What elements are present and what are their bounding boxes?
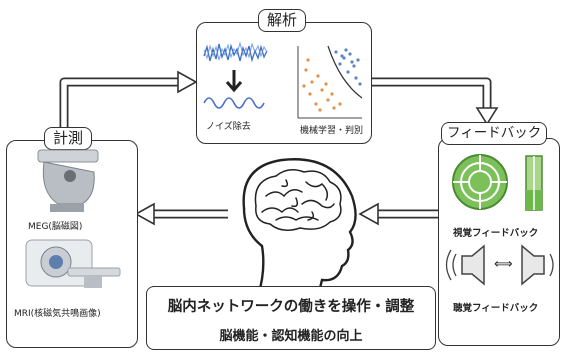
brain-icon <box>254 169 342 231</box>
outcome-panel: 脳内ネットワークの働きを操作・調整 脳機能・認知機能の向上 <box>146 286 436 350</box>
scatter-plot-icon <box>297 45 363 119</box>
clean-wave-icon <box>203 97 265 109</box>
outcome-line2: 脳機能・認知機能の向上 <box>219 329 363 344</box>
meg-label: MEG(脳磁図) <box>28 222 83 232</box>
exchange-icon: ⟺ <box>494 257 513 272</box>
speaker-right-icon <box>521 244 554 286</box>
mri-label: MRI(核磁気共鳴画像) <box>14 309 101 319</box>
mri-scanner-icon <box>25 239 121 288</box>
noisy-signal-icon <box>203 41 268 63</box>
analysis-title: 解析 <box>258 9 307 32</box>
noise-removal-label: ノイズ除去 <box>206 122 251 132</box>
speaker-left-icon <box>445 244 485 286</box>
meg-device-icon <box>37 149 99 212</box>
down-arrow-icon <box>225 70 243 93</box>
visual-feedback-label: 視覚フィードバック <box>453 228 539 239</box>
machine-learning-label: 機械学習・判別 <box>300 126 364 136</box>
feedback-title: フィードバック <box>441 122 548 145</box>
visual-target-icon <box>452 154 508 210</box>
analysis-panel <box>196 22 372 144</box>
outcome-line1: 脳内ネットワークの働きを操作・調整 <box>167 299 415 315</box>
auditory-feedback-label: 聴覚フィードバック <box>453 303 539 314</box>
visual-bar-icon <box>525 155 543 211</box>
